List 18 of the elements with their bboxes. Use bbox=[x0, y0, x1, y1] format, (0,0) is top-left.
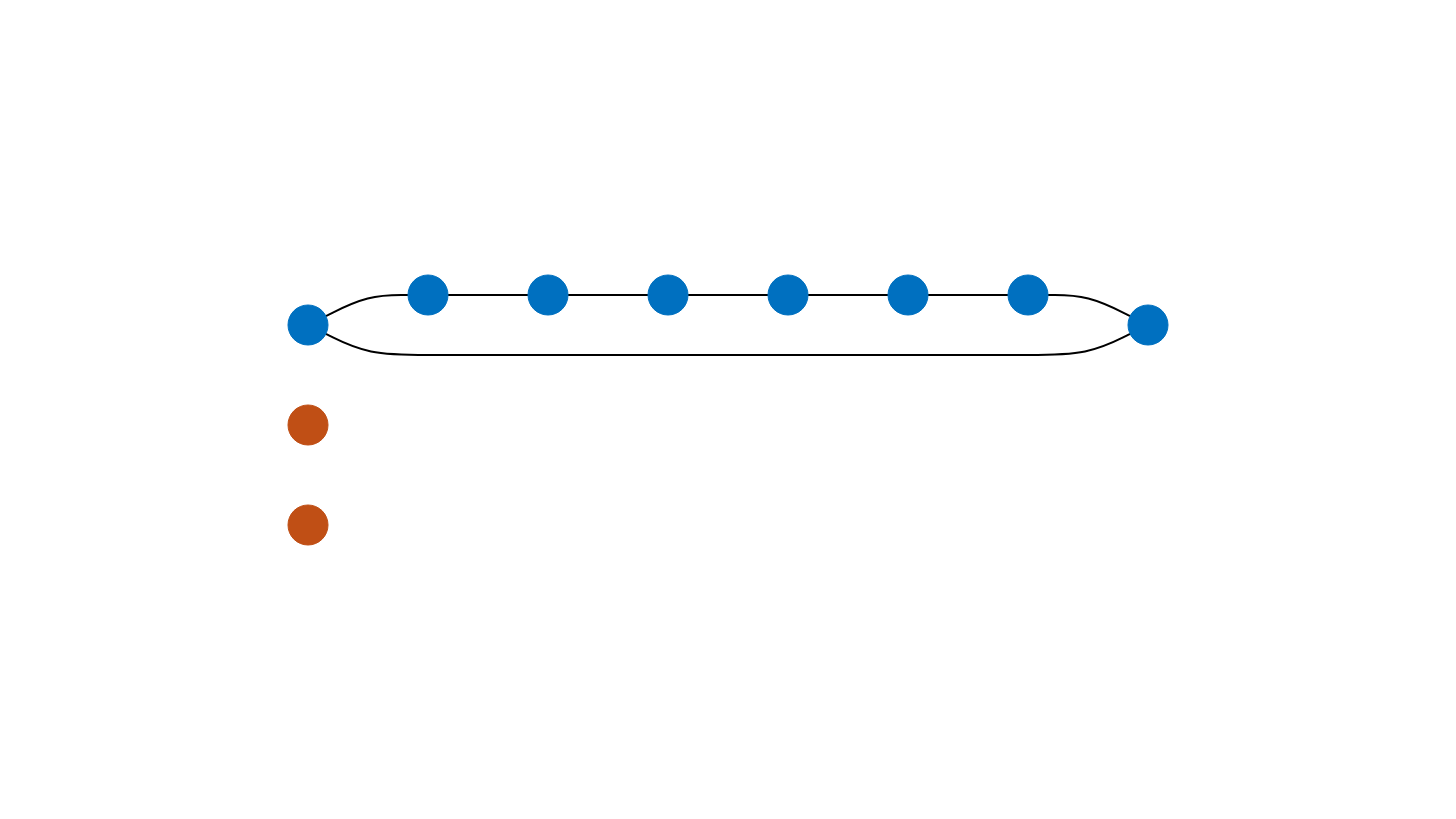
node-circle bbox=[647, 274, 689, 315]
node-circle bbox=[407, 274, 449, 315]
node-circle bbox=[1127, 304, 1169, 345]
connector bbox=[324, 293, 409, 317]
node-circle bbox=[527, 274, 569, 315]
connector bbox=[687, 293, 769, 296]
node-circle bbox=[287, 504, 329, 545]
connector bbox=[807, 293, 889, 296]
node-circle bbox=[767, 274, 809, 315]
connector bbox=[927, 293, 1009, 296]
node-circle bbox=[887, 274, 929, 315]
node-circle bbox=[287, 404, 329, 445]
connector bbox=[1047, 293, 1132, 317]
connector bbox=[567, 293, 649, 296]
node-circle bbox=[287, 304, 329, 345]
node-circle bbox=[1007, 274, 1049, 315]
connector bbox=[324, 332, 1132, 356]
connector bbox=[447, 293, 529, 296]
